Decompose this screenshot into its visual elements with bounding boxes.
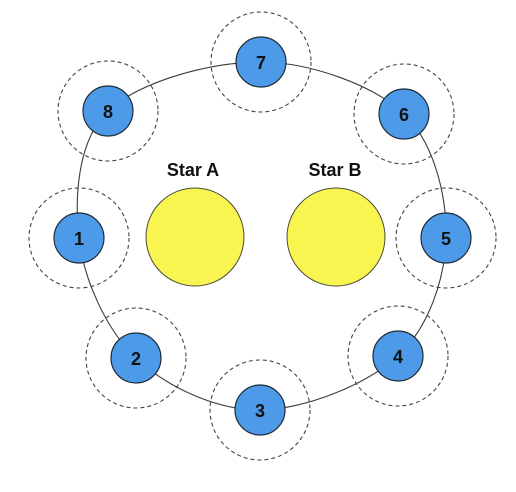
planet-8: 8 <box>57 60 159 162</box>
planet-3-label: 3 <box>255 401 265 421</box>
planet-1-disc <box>53 212 105 264</box>
planet-3: 3 <box>209 359 311 461</box>
planet-6-disc <box>378 88 430 140</box>
planet-4-halo <box>347 305 449 407</box>
planet-4-disc <box>372 330 424 382</box>
planet-3-halo <box>209 359 311 461</box>
planet-1: 1 <box>28 187 130 289</box>
planet-2-label: 2 <box>131 349 141 369</box>
planet-2: 2 <box>85 307 187 409</box>
planet-7: 7 <box>210 11 312 113</box>
planet-2-halo <box>85 307 187 409</box>
planet-6: 6 <box>353 63 455 165</box>
planet-1-label: 1 <box>74 229 84 249</box>
planet-5-halo <box>395 187 497 289</box>
planets: 1 2 3 4 5 6 7 <box>28 11 497 461</box>
planet-8-label: 8 <box>103 102 113 122</box>
planet-5: 5 <box>395 187 497 289</box>
planet-8-disc <box>82 85 134 137</box>
star-b-label: Star B <box>308 160 361 180</box>
planet-5-label: 5 <box>441 229 451 249</box>
star-a-label: Star A <box>167 160 219 180</box>
star-a: Star A <box>145 160 245 287</box>
star-b: Star B <box>286 160 386 287</box>
planet-7-label: 7 <box>256 53 266 73</box>
planet-5-disc <box>420 212 472 264</box>
planet-6-halo <box>353 63 455 165</box>
planet-4-label: 4 <box>393 347 403 367</box>
planet-8-halo <box>57 60 159 162</box>
planet-7-halo <box>210 11 312 113</box>
planet-3-disc <box>234 384 286 436</box>
star-b-disc <box>286 187 386 287</box>
planet-7-disc <box>235 36 287 88</box>
planet-4: 4 <box>347 305 449 407</box>
planet-2-disc <box>110 332 162 384</box>
planet-1-halo <box>28 187 130 289</box>
planet-6-label: 6 <box>399 105 409 125</box>
star-a-disc <box>145 187 245 287</box>
